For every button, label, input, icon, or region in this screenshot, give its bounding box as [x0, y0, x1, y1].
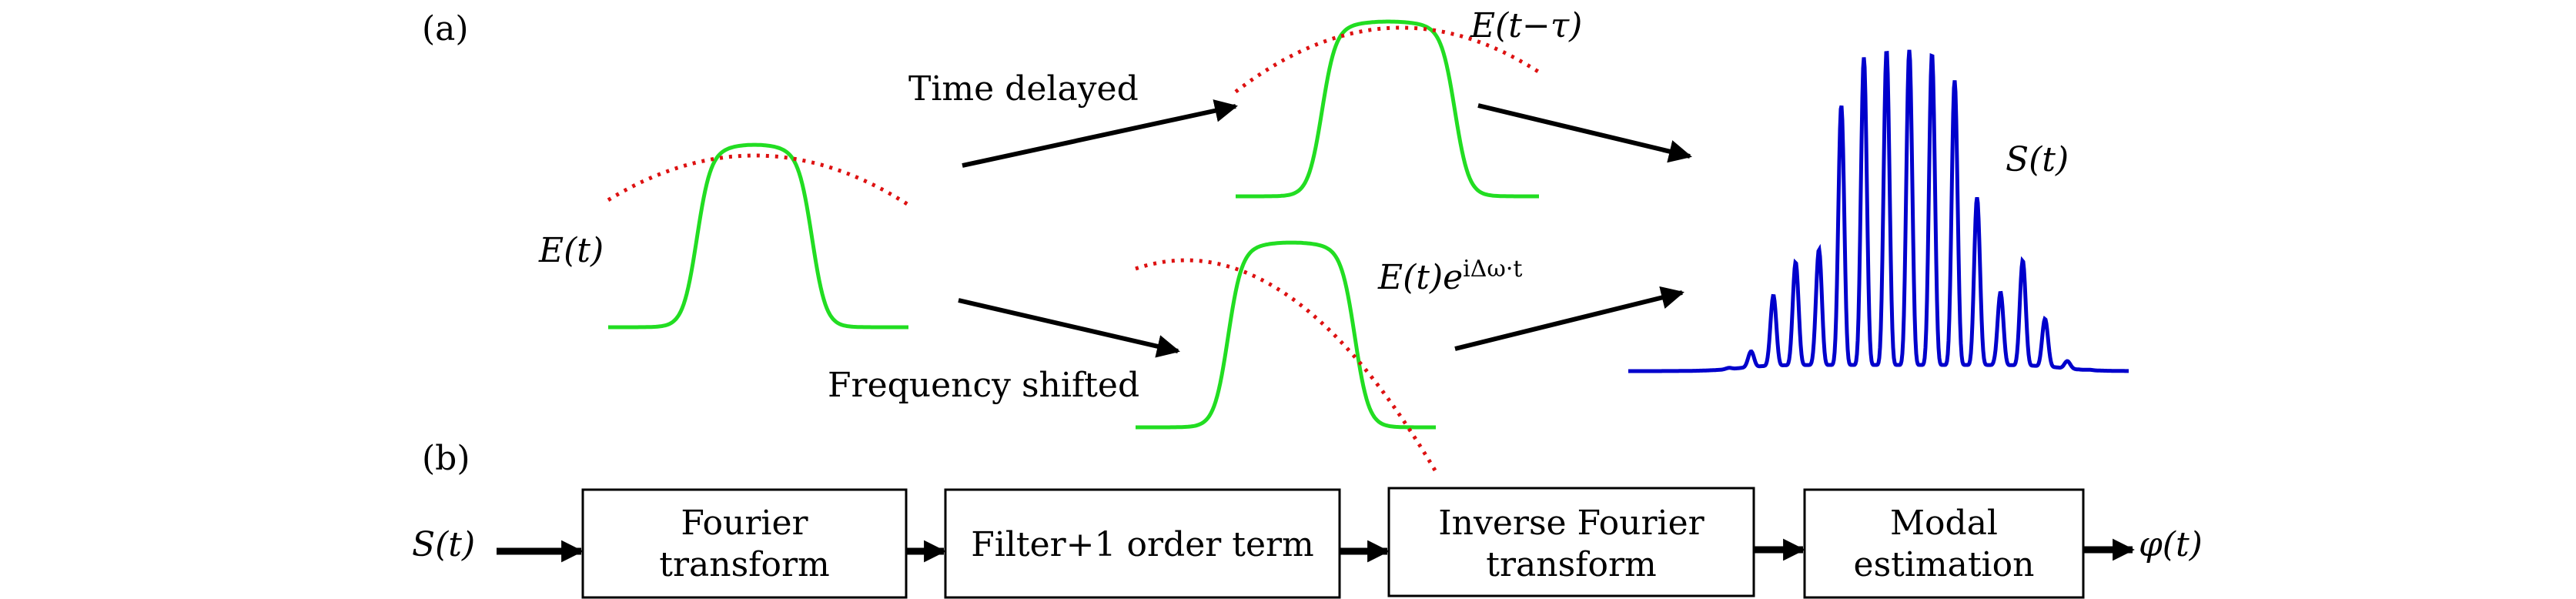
arrow-to-delayed	[962, 99, 1238, 168]
delayed-pulse	[1234, 19, 1540, 199]
input-pulse-curve	[608, 142, 908, 330]
arrow-delayed-to-output	[1477, 103, 1692, 163]
delayed-pulse-label: E(t−τ)	[1470, 6, 1582, 45]
flow-box-filter-line1: Filter+1 order term	[971, 525, 1314, 564]
shifted-pulse	[1135, 240, 1438, 473]
time-delayed-text: Time delayed	[908, 69, 1139, 109]
shifted-pulse-curve	[1136, 240, 1436, 430]
flow-box-fourier-transform-line2: transform	[659, 545, 829, 584]
delayed-pulse-curve	[1236, 19, 1539, 199]
flow-box-fourier-transform	[581, 488, 908, 599]
shifted-pulse-label: E(t)eiΔω·t	[1377, 256, 1523, 297]
flow-box-fourier-transform-line1: Fourier	[681, 504, 808, 543]
flow-box-modal-estimation	[1803, 488, 2085, 599]
flow-box-inverse-fourier-line1: Inverse Fourier	[1438, 504, 1705, 543]
flow-box-modal-estimation-line1: Modal	[1890, 504, 1998, 543]
input-phase-curve	[607, 153, 910, 207]
flow-box-inverse-fourier-line2: transform	[1486, 545, 1656, 584]
shifted-pulse-label-exponent: iΔω·t	[1463, 256, 1522, 283]
frequency-shifted-text: Frequency shifted	[828, 366, 1139, 405]
input-pulse-label: E(t)	[538, 231, 604, 270]
arrow-to-shifted	[958, 298, 1180, 358]
shifted-phase-curve	[1135, 258, 1438, 473]
interferogram-label: S(t)	[2006, 140, 2069, 179]
flow-box-modal-estimation-line2: estimation	[1854, 545, 2035, 584]
flow-box-inverse-fourier	[1387, 487, 1755, 597]
panel-a-label: (a)	[422, 9, 469, 49]
flow-output-label: φ(t)	[2139, 525, 2203, 564]
arrow-shifted-to-output	[1454, 286, 1684, 351]
shifted-pulse-label-base: E(t)e	[1377, 258, 1463, 297]
input-pulse	[607, 142, 910, 330]
flow-input-label: S(t)	[412, 525, 475, 564]
panel-b-label: (b)	[422, 439, 470, 478]
delayed-phase-curve	[1234, 25, 1540, 94]
interferogram-curve	[1628, 49, 2129, 373]
flow-box-filter	[944, 488, 1341, 599]
